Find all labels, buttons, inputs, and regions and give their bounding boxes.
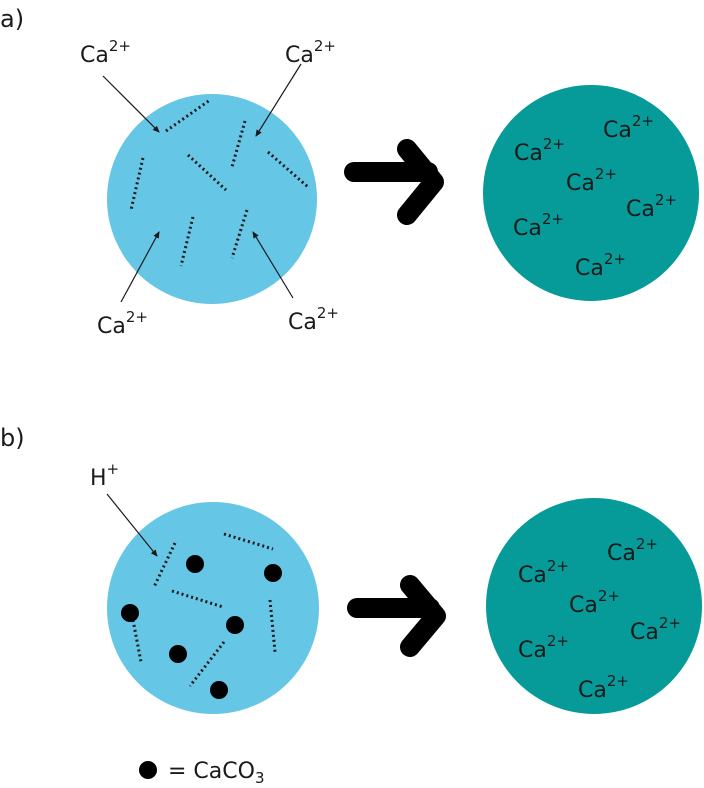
panel-a-pointer-label-2: Ca2+ xyxy=(285,37,336,68)
panel-a-pointer-label-3: Ca2+ xyxy=(97,308,148,339)
caco3-particle xyxy=(169,645,187,663)
panel-b-left-circle xyxy=(107,502,319,714)
panel-b-released-ions: Ca2+ Ca2+ Ca2+ Ca2+ Ca2+ Ca2+ xyxy=(518,535,681,703)
panel-b-caco3-particles xyxy=(121,555,282,699)
panel-a-ion-5: Ca2+ xyxy=(513,210,564,241)
panel-b-pointer xyxy=(106,493,158,557)
panel-a-released-ions: Ca2+ Ca2+ Ca2+ Ca2+ Ca2+ Ca2+ xyxy=(513,112,677,281)
panel-b-label: b) xyxy=(0,424,25,452)
panel-a-pointer-label-1: Ca2+ xyxy=(80,37,131,68)
panel-b-fibers xyxy=(131,532,277,687)
panel-a-ion-3: Ca2+ xyxy=(566,165,617,196)
panel-b-ion-3: Ca2+ xyxy=(569,587,620,618)
panel-a-fibers xyxy=(129,98,309,267)
panel-a-right-circle xyxy=(483,85,699,301)
caco3-particle xyxy=(264,564,282,582)
panel-a-ion-6: Ca2+ xyxy=(575,250,626,281)
caco3-particle xyxy=(226,616,244,634)
panel-a-pointers xyxy=(102,63,302,303)
panel-b-ion-2: Ca2+ xyxy=(518,557,569,588)
panel-a-pointer-label-4: Ca2+ xyxy=(288,304,339,335)
panel-a-transform-arrow-icon xyxy=(344,139,444,225)
panel-a-ion-1: Ca2+ xyxy=(603,112,654,143)
legend: = CaCO3 xyxy=(139,759,265,787)
legend-caco3-dot-icon xyxy=(139,761,157,779)
panel-a-left-circle xyxy=(107,94,317,304)
panel-a-ion-4: Ca2+ xyxy=(626,191,677,222)
panel-b: b) H+ Ca2+ Ca xyxy=(0,424,702,714)
panel-a: a) Ca2+ Ca2+ Ca2+ Ca2+ xyxy=(0,5,699,339)
caco3-particle xyxy=(121,604,139,622)
panel-b-transform-arrow-icon xyxy=(347,575,446,657)
panel-a-label: a) xyxy=(0,5,24,33)
panel-b-pointer-label: H+ xyxy=(90,460,119,491)
panel-b-ion-4: Ca2+ xyxy=(630,614,681,645)
panel-a-ion-2: Ca2+ xyxy=(514,135,565,166)
caco3-particle xyxy=(210,681,228,699)
legend-label: = CaCO3 xyxy=(168,759,265,787)
panel-b-ion-1: Ca2+ xyxy=(607,535,658,566)
panel-b-ion-5: Ca2+ xyxy=(518,632,569,663)
panel-b-right-circle xyxy=(486,498,702,714)
caco3-particle xyxy=(186,555,204,573)
panel-b-ion-6: Ca2+ xyxy=(578,672,629,703)
